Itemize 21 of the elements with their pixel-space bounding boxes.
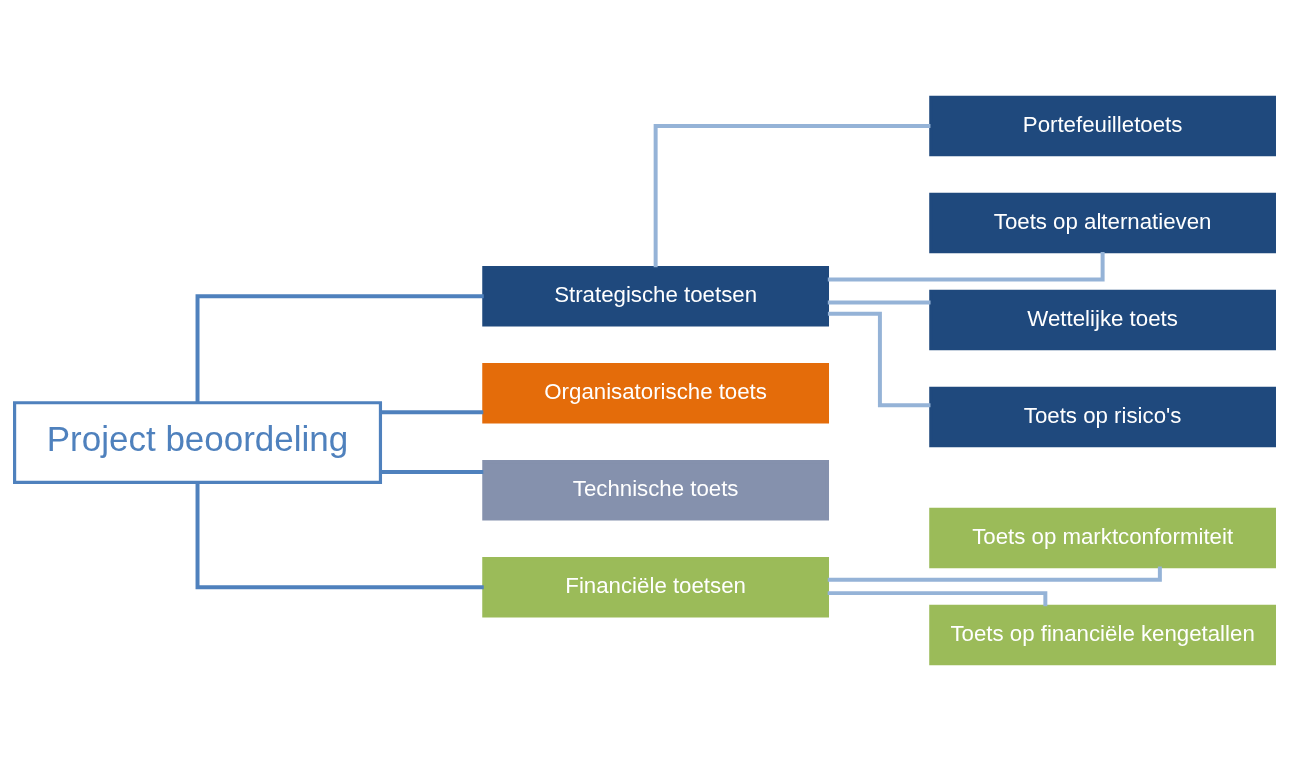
connector [195,293,484,403]
node-box: Toets op risico's [929,386,1276,447]
node-box: Technische toets [482,459,829,520]
connector [827,311,931,407]
node-box: Wettelijke toets [929,289,1276,350]
connector [827,566,1162,582]
node-box: Toets op marktconformiteit [929,507,1276,568]
node-box: Financiële toetsen [482,556,829,617]
connector [827,300,931,305]
node-box: Strategische toetsen [482,265,829,326]
node-box: Organisatorische toets [482,362,829,423]
connector [827,251,1105,281]
connector [653,123,931,267]
node-box: Toets op financiële kengetallen [929,604,1276,665]
connector [380,469,484,474]
connector [195,482,484,589]
node-box: Toets op alternatieven [929,192,1276,253]
connector [380,409,484,414]
node-box: Project beoordeling [13,400,383,484]
connector [827,590,1048,606]
node-box: Portefeuilletoets [929,95,1276,156]
